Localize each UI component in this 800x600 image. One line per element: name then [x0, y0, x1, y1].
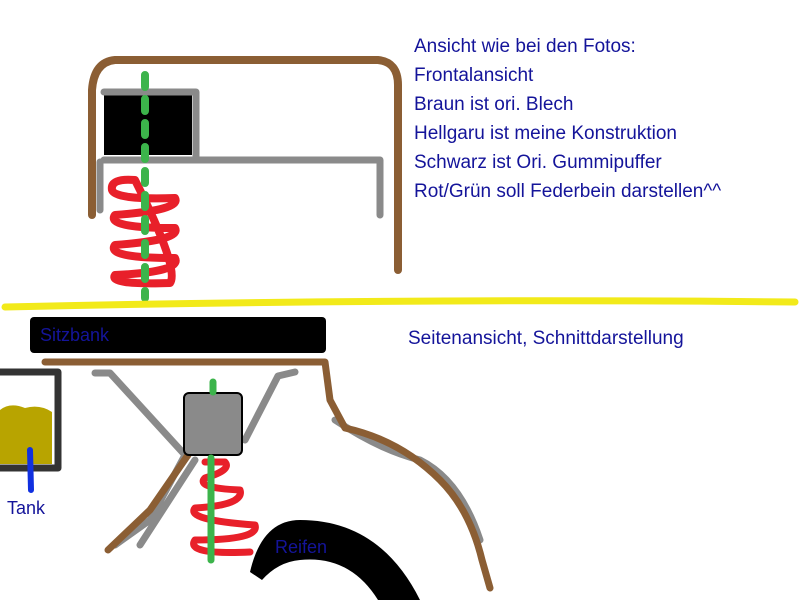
side-brown-frame	[41, 358, 494, 592]
seat	[30, 317, 326, 353]
side-gray-buffer	[183, 392, 243, 456]
tank-fuel	[0, 405, 52, 464]
legend-line: Schwarz ist Ori. Gummipuffer	[414, 152, 662, 173]
legend-line: Braun ist ori. Blech	[414, 94, 574, 115]
seat-label: Sitzbank	[40, 325, 110, 345]
side-green-strut	[207, 378, 217, 564]
tire-label: Reifen	[275, 537, 328, 557]
side-view-title: Seitenansicht, Schnittdarstellung	[408, 328, 684, 349]
tank-label: Tank	[7, 498, 46, 518]
tire	[250, 520, 420, 600]
front-brown-sheet	[88, 56, 402, 274]
front-red-spring	[107, 175, 180, 288]
legend-line: Hellgaru ist meine Konstruktion	[414, 123, 677, 144]
legend-line: Frontalansicht	[414, 65, 534, 86]
legend: Ansicht wie bei den Fotos: Frontalansich…	[414, 32, 721, 206]
tank-pointer	[27, 447, 34, 493]
side-gray-struts	[91, 368, 484, 549]
legend-line: Ansicht wie bei den Fotos:	[414, 36, 636, 57]
side-red-spring	[190, 458, 259, 556]
divider-yellow	[1, 297, 799, 311]
legend-line: Rot/Grün soll Federbein darstellen^^	[414, 181, 722, 202]
front-gray-bracket	[96, 88, 384, 219]
